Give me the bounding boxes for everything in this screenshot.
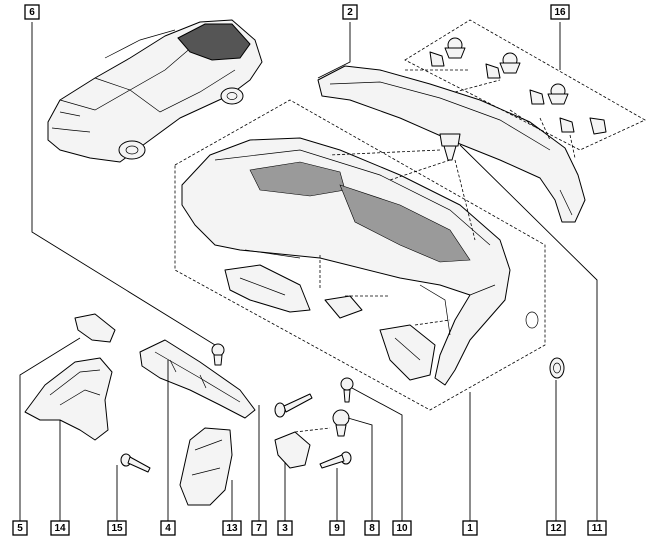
callout-12: 12: [546, 520, 566, 536]
clip-8: [332, 409, 350, 437]
car-illustration: [47, 19, 263, 163]
svg-text:13: 13: [226, 523, 238, 534]
svg-text:5: 5: [17, 523, 23, 534]
rivet: [120, 453, 151, 473]
lower-bracket: [179, 427, 233, 506]
svg-text:15: 15: [111, 523, 123, 534]
svg-text:4: 4: [165, 523, 171, 534]
svg-text:9: 9: [334, 523, 340, 534]
bolt: [211, 343, 225, 366]
svg-text:1: 1: [467, 523, 473, 534]
callout-5: 5: [12, 520, 28, 536]
rivet-9: [319, 451, 352, 469]
center-support-bracket: [139, 339, 256, 419]
svg-text:2: 2: [347, 7, 353, 18]
rear-bumper: [174, 99, 546, 411]
small-bracket: [274, 427, 331, 469]
left-support-bracket: [24, 357, 113, 441]
svg-text:12: 12: [550, 523, 562, 534]
upper-left-clip: [74, 313, 116, 343]
callout-3: 3: [277, 520, 293, 536]
right-side-bracket: [379, 319, 451, 381]
callout-7: 7: [251, 520, 267, 536]
left-side-bracket: [224, 264, 311, 313]
push-clip: [439, 133, 461, 161]
callout-6: 6: [24, 4, 40, 20]
svg-text:14: 14: [54, 523, 66, 534]
screw: [340, 377, 354, 403]
svg-text:10: 10: [396, 523, 408, 534]
grommet: [549, 357, 565, 379]
callout-16: 16: [550, 4, 570, 20]
svg-text:7: 7: [256, 523, 262, 534]
svg-text:11: 11: [592, 523, 603, 534]
callout-10: 10: [392, 520, 412, 536]
callout-4: 4: [160, 520, 176, 536]
callout-2: 2: [342, 4, 358, 20]
svg-text:8: 8: [369, 523, 375, 534]
callout-11: 11: [587, 520, 607, 536]
callout-14: 14: [50, 520, 70, 536]
rear-spoiler: [317, 65, 586, 223]
callout-8: 8: [364, 520, 380, 536]
spoiler-clips: [404, 19, 646, 159]
callout-13: 13: [222, 520, 242, 536]
callout-15: 15: [107, 520, 127, 536]
center-bracket: [319, 255, 390, 319]
svg-text:3: 3: [282, 523, 288, 534]
svg-text:16: 16: [554, 7, 566, 18]
rivet-7: [274, 393, 313, 418]
leader-lines: [19, 22, 598, 528]
svg-text:6: 6: [29, 7, 35, 18]
callout-1: 1: [462, 520, 478, 536]
callout-9: 9: [329, 520, 345, 536]
